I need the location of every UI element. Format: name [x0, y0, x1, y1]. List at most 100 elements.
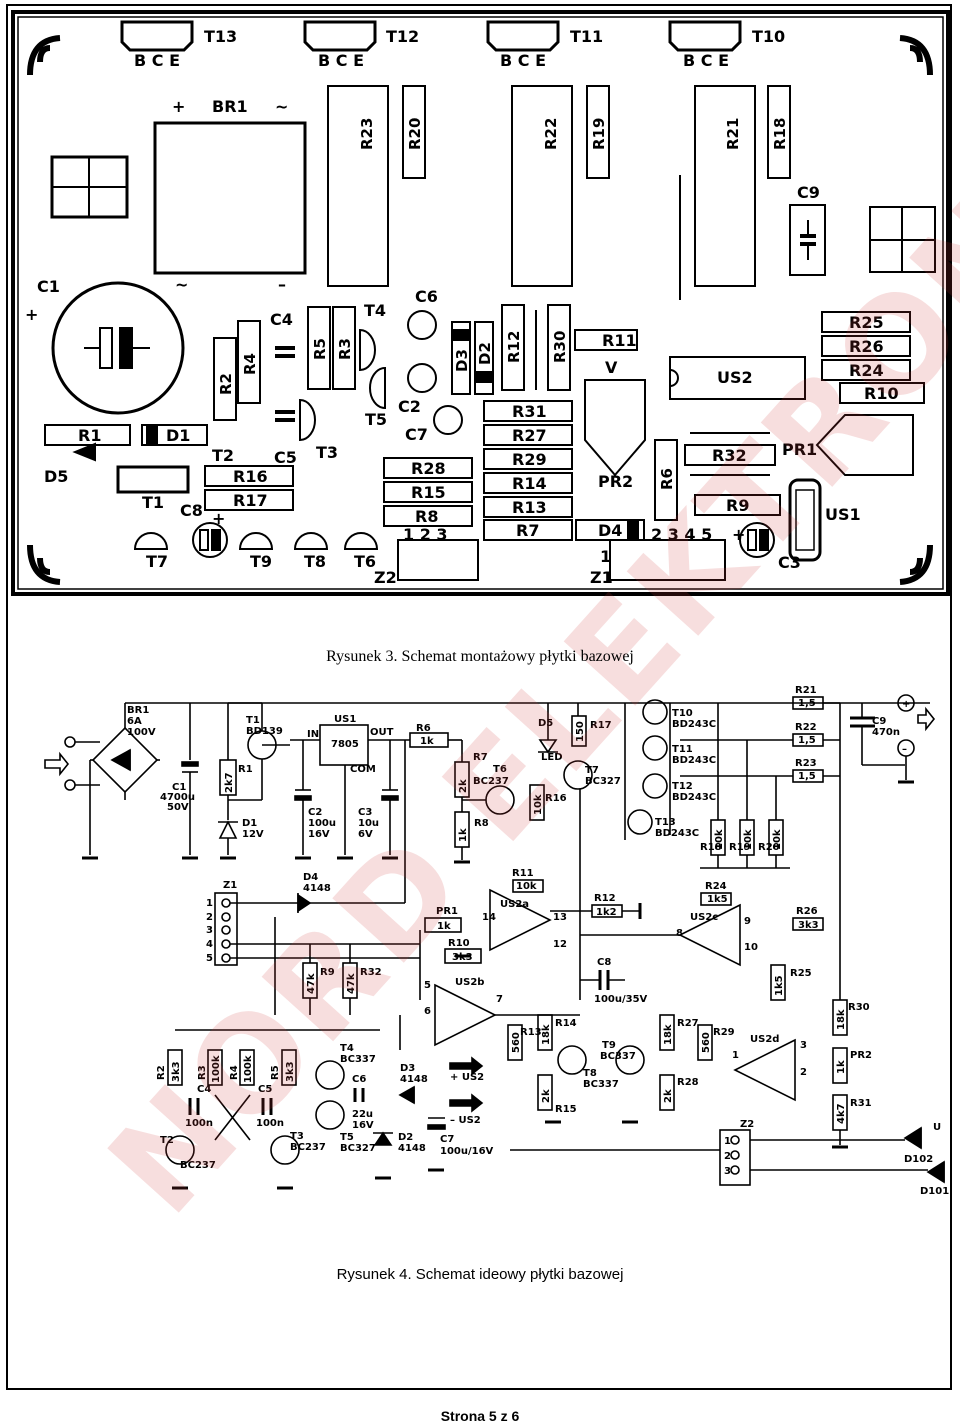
sch-label-r17: R17 [590, 720, 612, 731]
pcb-label-pr1: PR1 [782, 440, 817, 459]
sch-label-t8-type: BC337 [583, 1079, 619, 1090]
pcb-label-r28: R28 [411, 459, 446, 478]
sch-label-c1-spec1: 4700u [160, 792, 195, 803]
pcb-label-c8: C8 [180, 501, 203, 520]
pcb-label-d4: D4 [598, 521, 622, 540]
pcb-label-d5: D5 [44, 467, 68, 486]
sch-label-z1-p5: 5 [206, 953, 213, 964]
pcb-label-r25: R25 [849, 313, 884, 332]
sch-label-t2-type: BC237 [180, 1160, 216, 1171]
sch-label-d2-val: 4148 [398, 1143, 426, 1154]
sch-label-t11: T11 [672, 744, 693, 755]
sch-label-r9-val: 47k [306, 973, 317, 994]
pcb-label-d1: D1 [166, 426, 190, 445]
pcb-label-r5: R5 [311, 338, 329, 360]
sch-label-t2: T2 [160, 1135, 174, 1146]
corner-mark-tl [27, 35, 61, 76]
sch-label-z2-p1: 1 [724, 1136, 731, 1147]
sch-label-d4: D4 [303, 872, 318, 883]
sch-label-r12-val: 1k2 [596, 907, 617, 918]
pcb-t12-outline [303, 20, 377, 52]
sch-label-r26: R26 [796, 906, 818, 917]
sch-label-pin5: 5 [424, 980, 431, 991]
sch-label-d4-val: 4148 [303, 883, 331, 894]
sch-label-z1: Z1 [223, 880, 237, 891]
pcb-r21-outline [694, 85, 756, 287]
sch-label-r5-val: 3k3 [285, 1061, 296, 1082]
sch-label-z1-p1: 1 [206, 898, 213, 909]
sch-label-c7: C7 [440, 1134, 454, 1145]
sch-label-c5: C5 [258, 1084, 272, 1095]
sch-label-c6: C6 [352, 1074, 366, 1085]
sch-label-r19: R19 [729, 842, 751, 853]
pcb-label-r3: R3 [336, 338, 354, 360]
pcb-label-z2-pins: 1 2 3 [403, 525, 448, 544]
sch-label-t8: T8 [583, 1068, 597, 1079]
sch-label-r6: R6 [416, 723, 431, 734]
sch-label-pin2: 2 [800, 1067, 807, 1078]
pcb-label-d3: D3 [453, 349, 471, 372]
sch-label-r31: R31 [850, 1098, 872, 1109]
sch-label-r32: R32 [360, 967, 382, 978]
sch-label-r13-val: 560 [511, 1032, 522, 1053]
sch-label-r4: R4 [229, 1065, 240, 1080]
sch-label-r23-val: 1,5 [798, 771, 816, 782]
sch-label-pin9: 9 [744, 916, 751, 927]
pcb-label-r14: R14 [512, 474, 547, 493]
pcb-label-r29: R29 [512, 450, 547, 469]
pcb-label-r26: R26 [849, 337, 884, 356]
sch-label-t9: T9 [602, 1040, 616, 1051]
sch-label-z2: Z2 [740, 1119, 754, 1130]
sch-label-c8-val: 100u/35V [594, 994, 648, 1005]
pcb-label-t7: T7 [146, 552, 168, 571]
sch-label-r1: R1 [238, 764, 253, 775]
pcb-label-t3: T3 [316, 443, 338, 462]
sch-label-c2: C2 [308, 807, 322, 818]
pcb-label-r27: R27 [512, 426, 547, 445]
pcb-label-z1-pin1: 1 [600, 547, 611, 566]
sch-label-t4: T4 [340, 1043, 354, 1054]
schematic-labels: BR1 6A 100V C1 4700u 50V T1 BD139 R1 D1 … [127, 685, 949, 1197]
figure-4-caption: Rysunek 4. Schemat ideowy płytki bazowej [336, 1266, 624, 1283]
pcb-label-t5: T5 [365, 410, 387, 429]
sch-label-c4: C4 [197, 1084, 211, 1095]
pcb-label-r24: R24 [849, 361, 884, 380]
sch-label-r21: R21 [795, 685, 817, 696]
sch-label-t5: T5 [340, 1132, 354, 1143]
sch-label-out: OUT [370, 727, 394, 738]
pcb-label-t2: T2 [212, 446, 234, 465]
sch-label-t13: T13 [655, 817, 676, 828]
pcb-label-r30: R30 [551, 331, 569, 363]
corner-mark-tr [899, 35, 933, 76]
pcb-label-r10: R10 [864, 384, 899, 403]
pcb-assembly-diagram [11, 10, 950, 596]
pcb-label-c7: C7 [405, 425, 428, 444]
pcb-label-r4: R4 [241, 353, 259, 375]
sch-label-c3-v2: 6V [358, 829, 373, 840]
sch-label-r5: R5 [270, 1065, 281, 1080]
sch-label-c1: C1 [172, 782, 186, 793]
sch-label-us2-minus: – US2 [450, 1115, 481, 1126]
pcb-label-r22: R22 [542, 118, 560, 150]
pcb-label-r23: R23 [358, 118, 376, 150]
sch-us2d [733, 1038, 796, 1102]
sch-label-t7-type: BC327 [585, 776, 621, 787]
sch-label-in: IN [307, 729, 319, 740]
pcb-label-c3: C3 [778, 553, 801, 572]
pcb-label-r32: R32 [712, 446, 747, 465]
sch-label-us2d: US2d [750, 1034, 779, 1045]
pcb-label-br1: BR1 [212, 97, 248, 116]
sch-label-t6: T6 [493, 764, 507, 775]
sch-label-c2-v2: 16V [308, 829, 330, 840]
pcb-label-r18: R18 [771, 118, 789, 150]
pcb-t13-outline [120, 20, 194, 52]
sch-label-us2a: US2a [500, 899, 529, 910]
sch-label-t5-type: BC327 [340, 1143, 376, 1154]
sch-label-c9: C9 [872, 716, 886, 727]
sch-label-r14-val: 18k [541, 1024, 552, 1045]
sch-label-r10-val: 3k3 [452, 952, 473, 963]
pcb-label-c4: C4 [270, 310, 293, 329]
pcb-r22-outline [511, 85, 573, 287]
pcb-label-r8: R8 [415, 507, 438, 526]
